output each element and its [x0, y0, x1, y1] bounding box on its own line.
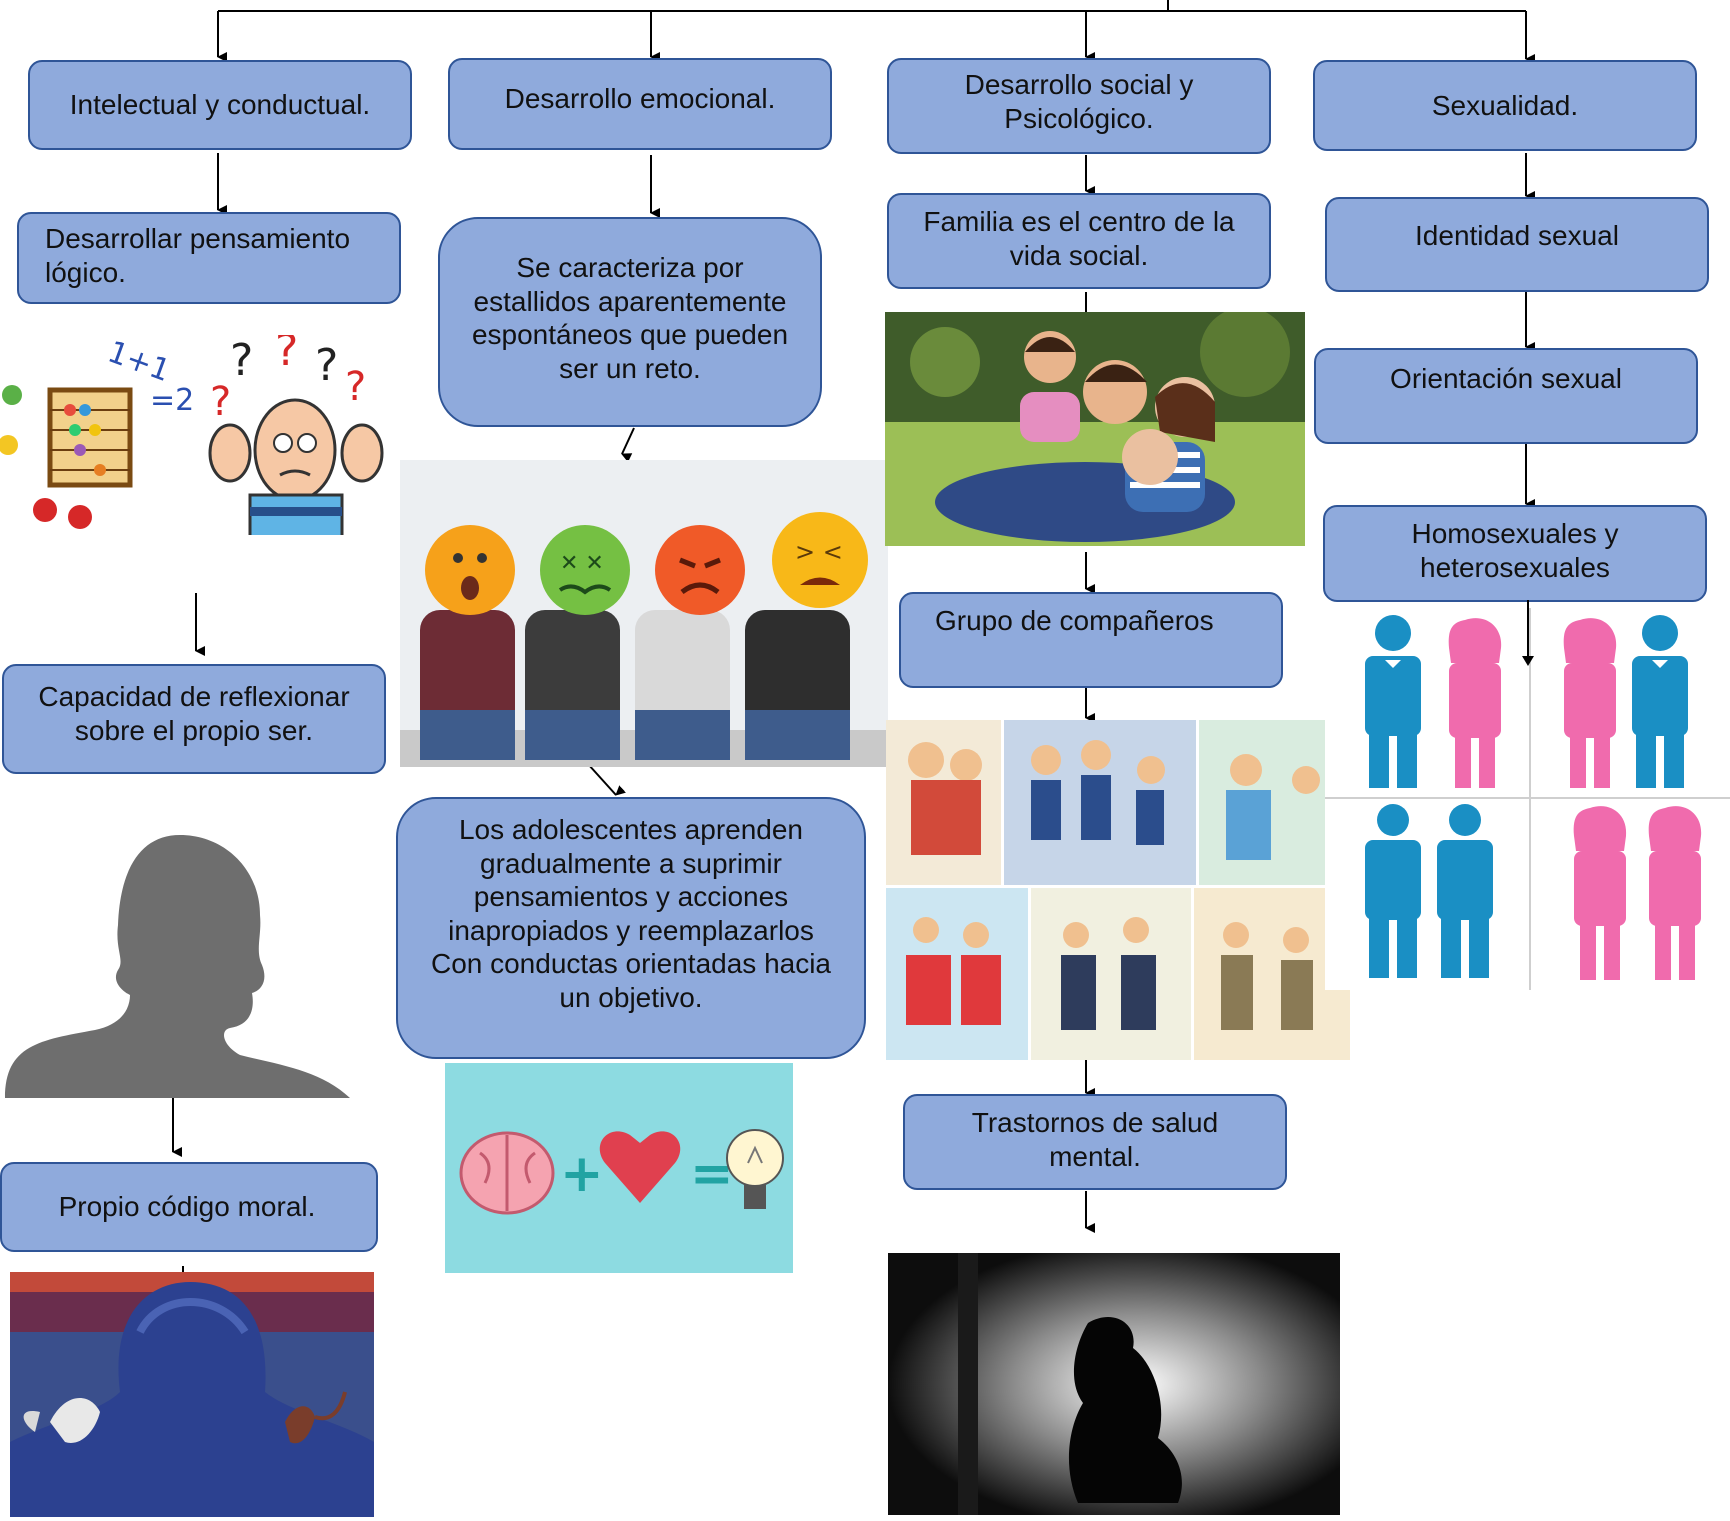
family-photo-image [885, 312, 1305, 546]
arrow-over-couples [1522, 600, 1534, 666]
node-label: Grupo de compañeros [935, 605, 1214, 636]
node-label: Familia es el centro de la vida social. [923, 206, 1235, 271]
node-label: Se caracteriza por estallidos aparenteme… [471, 252, 789, 384]
node-grupo-companeros: Grupo de compañeros [899, 592, 1283, 688]
node-reflexionar: Capacidad de reflexionar sobre el propio… [2, 664, 386, 774]
node-label: Capacidad de reflexionar sobre el propio… [38, 681, 350, 746]
node-label: Identidad sexual [1415, 220, 1619, 251]
node-trastornos: Trastornos de salud mental. [903, 1094, 1287, 1190]
peer-group-cartoons-image [886, 720, 1350, 1060]
couples-icons-image [1325, 608, 1730, 990]
node-estallidos: Se caracteriza por estallidos aparenteme… [438, 217, 822, 427]
node-homo-hetero: Homosexuales y heterosexuales [1323, 505, 1707, 602]
svg-text:?: ? [345, 364, 366, 410]
angel-devil-shoulders-image [10, 1272, 374, 1517]
node-orientacion-sexual: Orientación sexual [1314, 348, 1698, 444]
svg-text:+: + [560, 1144, 604, 1204]
human-silhouette-image [0, 830, 355, 1100]
svg-text:?: ? [210, 379, 231, 425]
node-sexualidad: Sexualidad. [1313, 60, 1697, 151]
node-label: Intelectual y conductual. [69, 89, 371, 121]
node-label: Propio código moral. [58, 1191, 316, 1223]
node-intelectual-conductual: Intelectual y conductual. [28, 60, 412, 150]
svg-text:=2: =2 [150, 383, 194, 418]
svg-text:1+1: 1+1 [103, 335, 174, 389]
svg-text:?: ? [275, 335, 298, 376]
brain-heart-idea-image: + = [445, 1063, 793, 1273]
node-label: Los adolescentes aprenden gradualmente a… [430, 814, 832, 1013]
node-label: Homosexuales y heterosexuales [1411, 518, 1619, 583]
node-pensamiento-logico: Desarrollar pensamiento lógico. [17, 212, 401, 304]
svg-text:?: ? [230, 335, 253, 386]
svg-text:✕ ✕: ✕ ✕ [560, 551, 604, 576]
node-label: Orientación sexual [1390, 363, 1622, 394]
node-label: Desarrollo social y Psicológico. [964, 69, 1194, 134]
svg-text:?: ? [315, 340, 338, 391]
node-suprimir-pensamientos: Los adolescentes aprenden gradualmente a… [396, 797, 866, 1059]
node-label: Desarrollo emocional. [504, 83, 776, 114]
node-desarrollo-social: Desarrollo social y Psicológico. [887, 58, 1271, 154]
depressed-silhouette-photo-image [888, 1253, 1340, 1515]
node-label: Trastornos de salud mental. [971, 1107, 1219, 1172]
node-identidad-sexual: Identidad sexual [1325, 197, 1709, 292]
node-codigo-moral: Propio código moral. [0, 1162, 378, 1252]
emoji-faces-photo-image: ✕ ✕ > < [400, 460, 888, 767]
node-label: Sexualidad. [1431, 89, 1579, 121]
svg-text:> <: > < [795, 538, 843, 566]
math-confused-cartoon-image: 1+1 =2 ? ? ? ? ? [0, 335, 392, 535]
node-familia: Familia es el centro de la vida social. [887, 193, 1271, 289]
node-desarrollo-emocional: Desarrollo emocional. [448, 58, 832, 150]
node-label: Desarrollar pensamiento lógico. [45, 223, 351, 288]
